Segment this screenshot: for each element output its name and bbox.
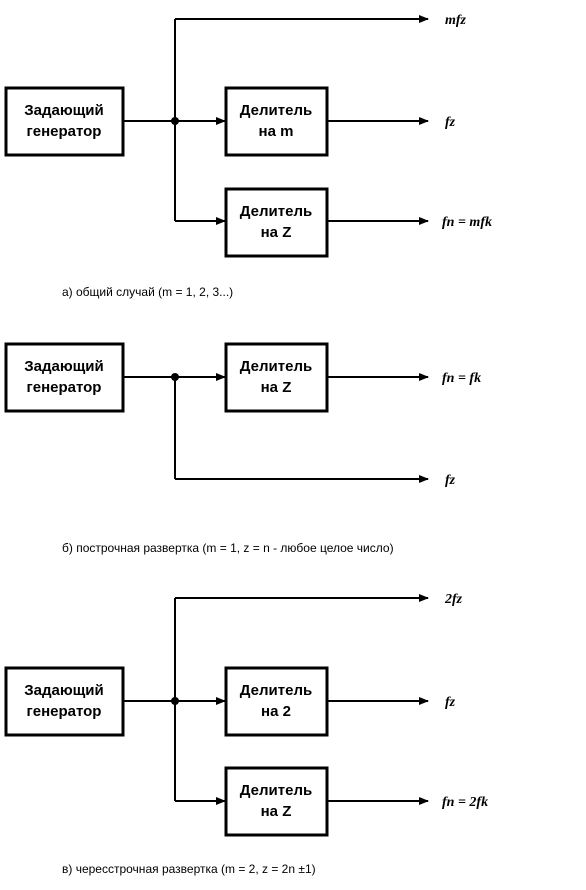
output-label-top: fn = fk <box>442 371 481 386</box>
generator-box <box>4 666 125 737</box>
output-label-mid: fz <box>445 115 456 130</box>
generator-box <box>4 86 125 157</box>
generator-label-line1: Задающий <box>24 358 104 375</box>
output-label-mid: fz <box>445 695 456 710</box>
output-label-top: 2fz <box>444 592 463 607</box>
divider-m-line2: на m <box>259 123 294 140</box>
generator-label-line2: генератор <box>27 703 102 720</box>
divider-z-line2: на Z <box>261 224 292 241</box>
divider-z-box <box>224 187 329 258</box>
output-label-bot: fn = mfk <box>442 215 492 230</box>
divider-m-box <box>224 86 329 157</box>
divider-2-line1: Делитель <box>240 682 312 699</box>
generator-label-line2: генератор <box>27 379 102 396</box>
caption-b: б) построчная развертка (m = 1, z = n - … <box>62 541 394 555</box>
output-label-top: mfz <box>445 13 467 28</box>
divider-z-box <box>224 342 329 413</box>
output-label-bot: fz <box>445 473 456 488</box>
generator-box <box>4 342 125 413</box>
divider-z-line1: Делитель <box>240 203 312 220</box>
generator-label-line2: генератор <box>27 123 102 140</box>
divider-z-line2: на Z <box>261 379 292 396</box>
caption-a: а) общий случай (m = 1, 2, 3...) <box>62 285 233 299</box>
divider-z-line2: на Z <box>261 803 292 820</box>
caption-c: в) чересстрочная развертка (m = 2, z = 2… <box>62 862 316 876</box>
generator-label-line1: Задающий <box>24 682 104 699</box>
generator-label-line1: Задающий <box>24 102 104 119</box>
diagram-a: Задающий генератор Делитель на m Делител… <box>4 13 492 299</box>
output-label-bot: fn = 2fk <box>442 795 488 810</box>
divider-z-box <box>224 766 329 837</box>
divider-z-line1: Делитель <box>240 782 312 799</box>
divider-z-line1: Делитель <box>240 358 312 375</box>
divider-2-box <box>224 666 329 737</box>
divider-2-line2: на 2 <box>261 703 291 720</box>
diagram-c: Задающий генератор Делитель на 2 Делител… <box>4 592 488 876</box>
divider-m-line1: Делитель <box>240 102 312 119</box>
diagram-b: Задающий генератор Делитель на Z fn = fk… <box>4 342 481 555</box>
